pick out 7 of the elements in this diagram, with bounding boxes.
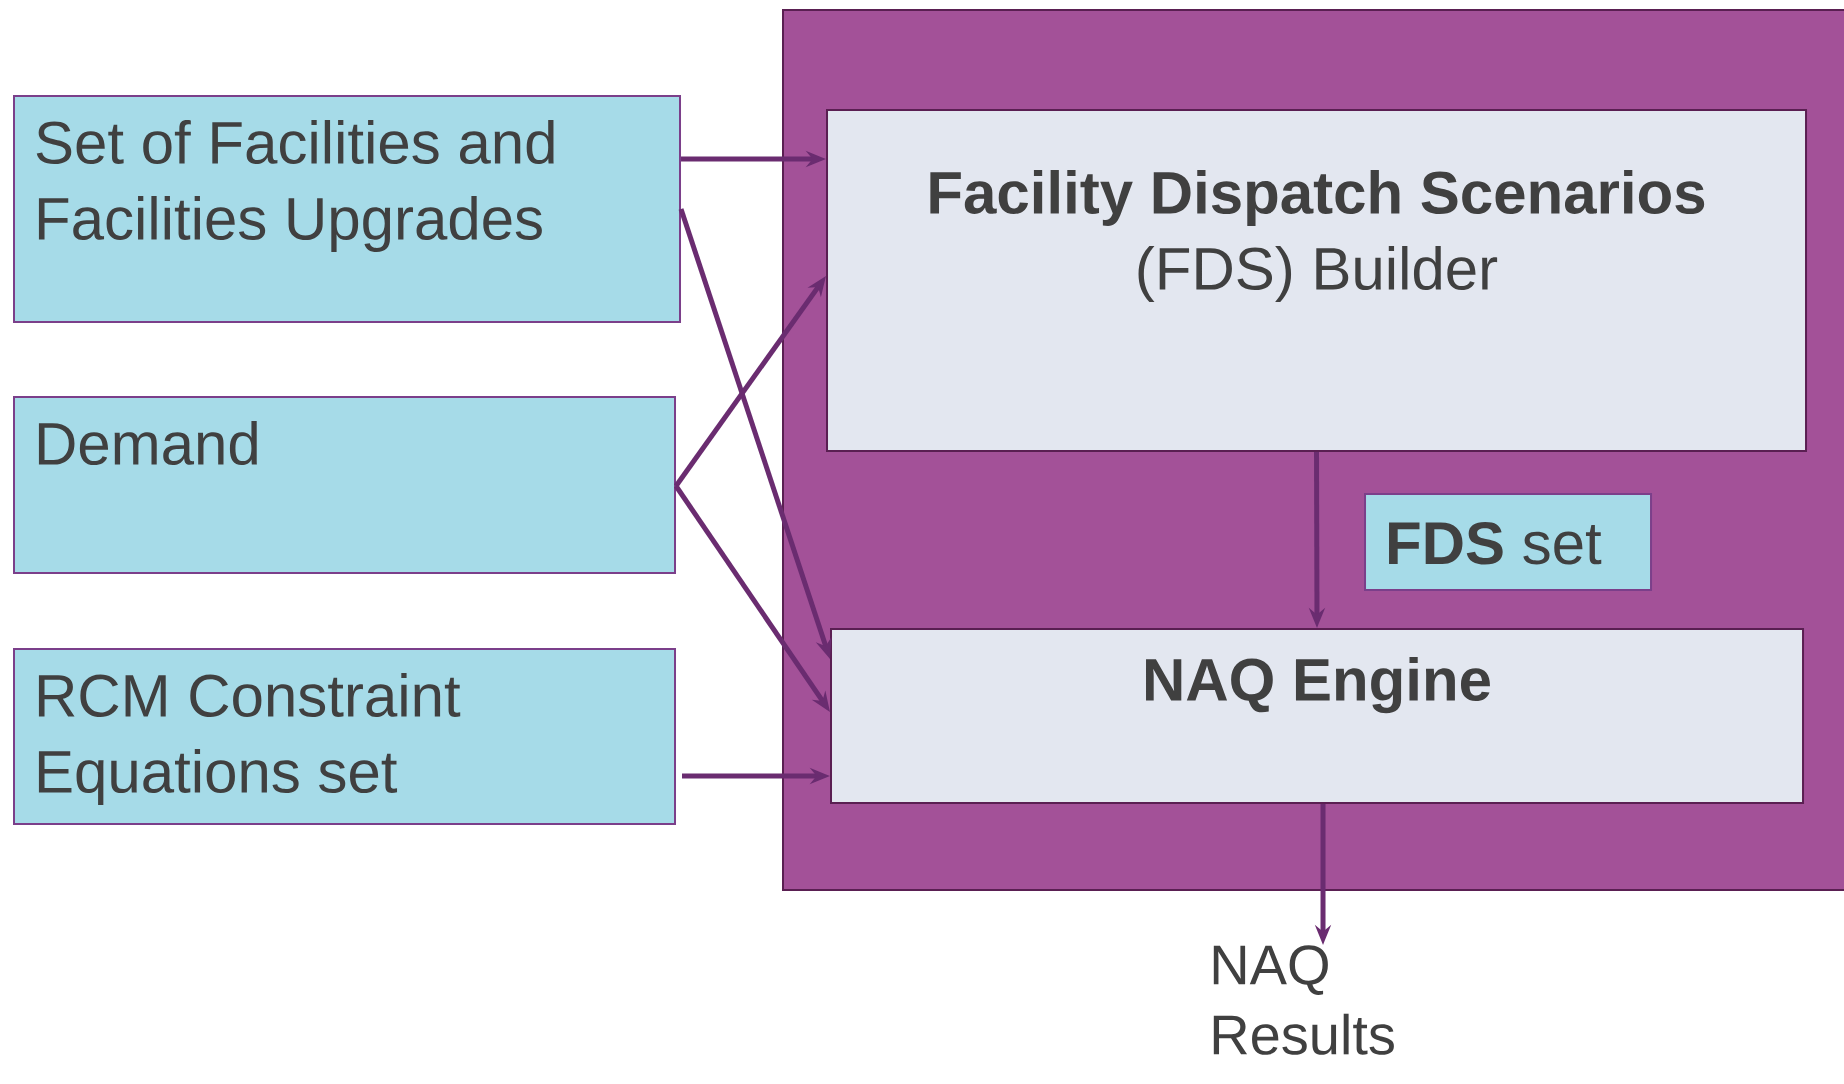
process-box: NAQ Engine [830,628,1805,804]
label-box: FDS set [1364,493,1652,591]
output-text: NAQ Results [1213,945,1394,1055]
input-box: Set of Facilities and Facilities Upgrades [13,95,681,323]
input-box: Demand [13,396,676,574]
process-box: Facility Dispatch Scenarios (FDS) Builder [826,109,1808,452]
input-box: RCM Constraint Equations set [13,648,676,825]
